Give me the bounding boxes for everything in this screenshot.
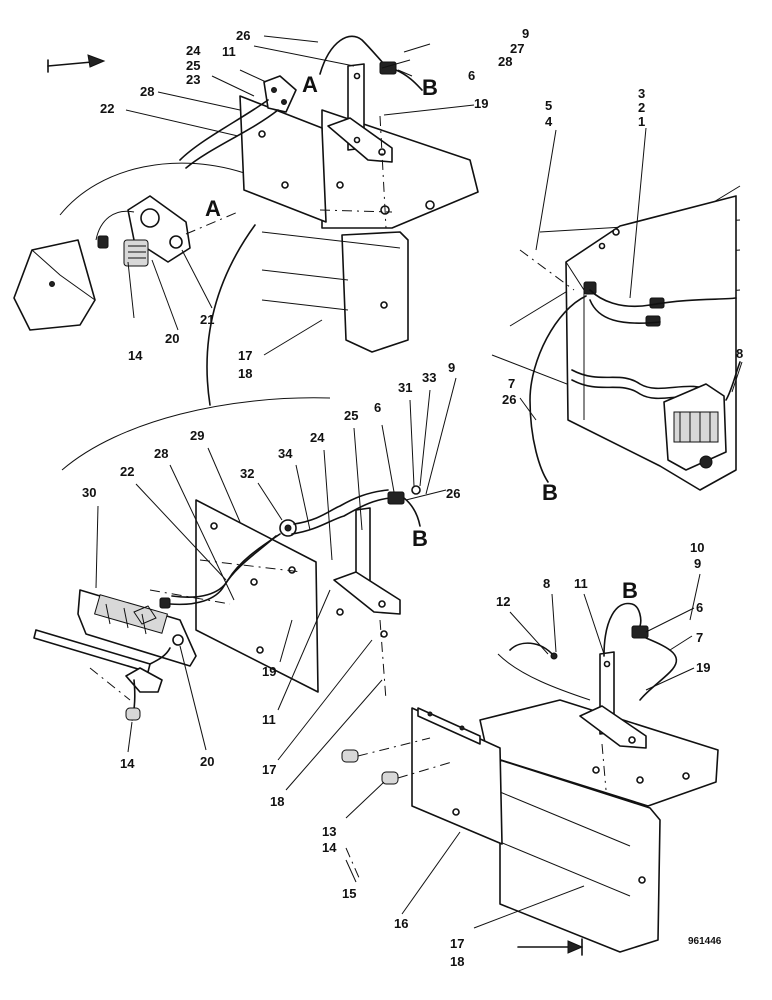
leader-lines-top-right [519,127,743,421]
svg-text:22: 22 [100,101,114,116]
svg-text:26: 26 [236,28,250,43]
marker-b-top: B [422,75,438,100]
svg-text:33: 33 [422,370,436,385]
svg-text:14: 14 [128,348,143,363]
drawing-reference-code: 961446 [688,936,722,947]
svg-text:22: 22 [120,464,134,479]
bottom-right-assembly [341,602,719,953]
connector-middle [387,491,405,505]
svg-text:23: 23 [186,72,200,87]
svg-text:11: 11 [262,712,276,727]
svg-text:4: 4 [545,114,553,129]
callouts-bottom-right: 12 8 11 10 9 6 7 19 13 14 15 16 17 18 [322,540,710,969]
marker-a-lamp: A [205,196,221,221]
svg-text:11: 11 [222,44,236,59]
direction-arrow-top [47,54,106,73]
svg-text:6: 6 [696,600,703,615]
svg-text:27: 27 [510,41,524,56]
svg-text:8: 8 [736,346,743,361]
marker-b-middle: B [412,526,428,551]
svg-text:5: 5 [545,98,552,113]
svg-text:20: 20 [165,331,179,346]
svg-text:19: 19 [696,660,710,675]
leader-lines-middle-left [95,377,457,791]
marker-b-bottom: B [622,578,638,603]
svg-text:18: 18 [450,954,464,969]
bulb-bottom-1 [341,749,359,763]
svg-text:12: 12 [496,594,510,609]
svg-text:24: 24 [186,43,201,58]
svg-text:9: 9 [522,26,529,41]
svg-text:14: 14 [120,756,135,771]
svg-text:17: 17 [262,762,276,777]
svg-text:21: 21 [200,312,214,327]
svg-text:1: 1 [638,114,645,129]
svg-text:7: 7 [696,630,703,645]
svg-text:3: 3 [638,86,645,101]
svg-text:17: 17 [450,936,464,951]
svg-text:9: 9 [448,360,455,375]
top-right-assembly [491,185,741,491]
marker-b-right: B [542,480,558,505]
view-divider-upper [59,162,251,216]
svg-text:2: 2 [638,100,645,115]
svg-text:32: 32 [240,466,254,481]
top-left-assembly [13,35,479,353]
number-plate-middle [195,499,319,693]
svg-text:14: 14 [322,840,337,855]
svg-text:20: 20 [200,754,214,769]
svg-text:25: 25 [344,408,358,423]
svg-text:28: 28 [140,84,154,99]
svg-text:19: 19 [474,96,488,111]
svg-text:8: 8 [543,576,550,591]
svg-text:26: 26 [502,392,516,407]
svg-text:9: 9 [694,556,701,571]
callouts-middle-left: 29 28 22 30 32 34 24 25 6 31 33 9 26 19 … [82,360,460,809]
svg-text:26: 26 [446,486,460,501]
callouts-top-right: 5 4 3 2 1 8 7 26 [502,86,743,407]
view-divider-middle [61,397,331,471]
direction-arrow-bottom [517,938,584,956]
svg-text:25: 25 [186,58,200,73]
svg-text:28: 28 [498,54,512,69]
svg-text:28: 28 [154,446,168,461]
svg-text:18: 18 [270,794,284,809]
svg-text:15: 15 [342,886,356,901]
leader-lines-bottom-right [345,573,701,929]
bulb-bottom-2 [381,771,399,785]
svg-text:7: 7 [508,376,515,391]
svg-text:29: 29 [190,428,204,443]
callouts-top-left: 26 11 24 25 23 28 22 9 27 28 6 19 17 18 … [100,26,529,381]
svg-text:11: 11 [574,576,588,591]
svg-text:6: 6 [374,400,381,415]
svg-text:31: 31 [398,380,412,395]
svg-text:34: 34 [278,446,293,461]
view-divider-left [206,224,256,406]
svg-text:13: 13 [322,824,336,839]
svg-text:30: 30 [82,485,96,500]
svg-text:19: 19 [262,664,276,679]
number-plate-top [239,95,327,223]
svg-text:10: 10 [690,540,704,555]
svg-text:16: 16 [394,916,408,931]
marker-a-top: A [302,72,318,97]
svg-text:6: 6 [468,68,475,83]
svg-text:17: 17 [238,348,252,363]
middle-left-assembly [33,485,421,721]
connector-bottom [631,625,649,639]
svg-text:24: 24 [310,430,325,445]
leader-lines-top-left [125,35,475,356]
svg-text:18: 18 [238,366,252,381]
bulb [125,707,141,721]
